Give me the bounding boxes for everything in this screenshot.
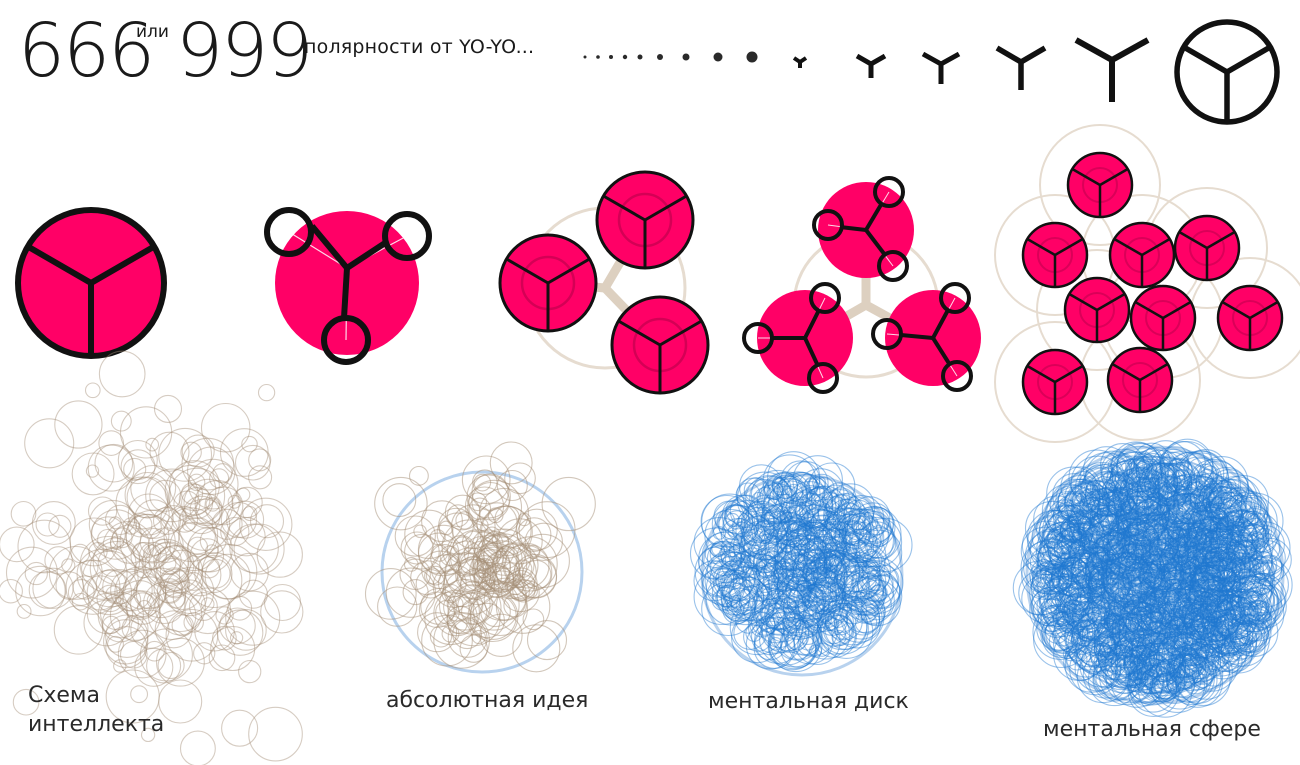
caption-mental-sphere: ментальная сфере — [1043, 717, 1261, 742]
absolute-idea-sphere — [364, 441, 596, 674]
polarity-tagline: полярности от YO-YO... — [304, 36, 535, 58]
pink-circle-cluster — [994, 124, 1300, 443]
triple-handle-circles — [742, 176, 981, 394]
caption-intellect-scheme-text: Схема интеллекта — [28, 683, 165, 737]
connector-word: или — [136, 22, 169, 42]
dot-progression — [583, 51, 758, 63]
caption-absolute-idea: абсолютная идея — [386, 688, 589, 713]
pink-circle-with-handles — [264, 207, 432, 365]
caption-intellect-scheme: Схема интеллекта — [28, 682, 178, 739]
number-999: 999 — [176, 8, 313, 94]
triple-pink-circles — [498, 170, 710, 395]
mental-sphere-sphere — [1012, 438, 1293, 718]
pink-circle-single — [15, 207, 167, 359]
intellect-scheme-cluster — [0, 350, 304, 765]
number-666: 666 — [18, 8, 155, 94]
mental-disk-sphere — [689, 451, 913, 677]
y-symbol-progression — [792, 19, 1280, 125]
caption-mental-disk: ментальная диск — [708, 689, 909, 714]
